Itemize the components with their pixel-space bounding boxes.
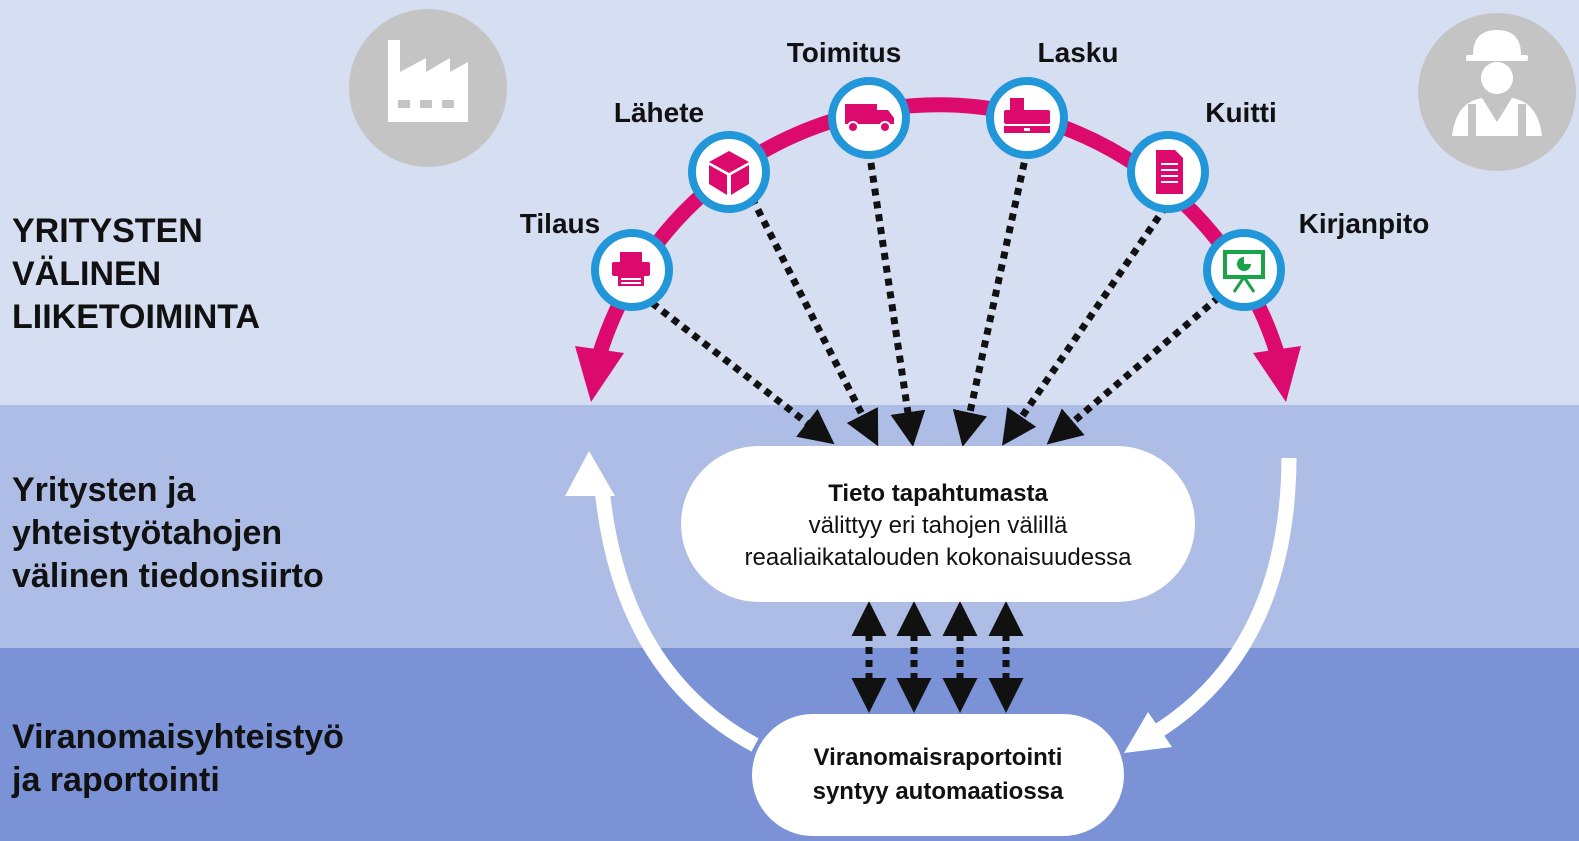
- step-node-kuitti: [1127, 131, 1209, 213]
- zone-label-data-transfer: Yritysten ja yhteistyötahojen välinen ti…: [12, 471, 324, 595]
- step-node-toimitus: [828, 77, 910, 159]
- event-info-line3: reaaliaikatalouden kokonaisuudessa: [744, 544, 1132, 571]
- worker-icon: [1418, 13, 1576, 171]
- step-node-lahete: [688, 131, 770, 213]
- package-icon: [709, 151, 749, 195]
- business-zone-band: [0, 0, 1579, 405]
- receipt-icon: [1156, 150, 1183, 194]
- reporting-box: Viranomaisraportointi syntyy automaatios…: [752, 714, 1124, 836]
- step-label-toimitus: Toimitus: [786, 37, 902, 68]
- zone-label-authority: Viranomaisyhteistyö ja raportointi: [12, 718, 344, 799]
- factory-icon: [349, 9, 507, 167]
- step-node-kirjanpito: [1203, 229, 1285, 311]
- step-label-lahete: Lähete: [613, 97, 705, 128]
- reporting-line1: Viranomaisraportointi: [813, 744, 1063, 771]
- arc-left-arrowhead: [575, 346, 624, 402]
- event-info-line2: välittyy eri tahojen välillä: [808, 512, 1068, 539]
- process-flow-arc: [591, 97, 1286, 359]
- presentation-chart-icon: [1223, 250, 1265, 293]
- step-label-tilaus: Tilaus: [519, 208, 601, 239]
- step-connectors: [649, 149, 1222, 447]
- printer-icon: [612, 252, 650, 286]
- step-label-lasku: Lasku: [1037, 37, 1119, 68]
- loop-left-path: [594, 487, 759, 752]
- step-node-tilaus: [591, 229, 673, 311]
- loop-left-arrowhead: [565, 451, 615, 496]
- zone-label-business: YRITYSTEN VÄLINEN LIIKETOIMINTA: [12, 212, 261, 336]
- step-label-kuitti: Kuitti: [1205, 97, 1277, 128]
- step-label-kirjanpito: Kirjanpito: [1298, 208, 1430, 239]
- loop-right-path: [1153, 457, 1297, 738]
- event-info-title: Tieto tapahtumasta: [828, 480, 1048, 507]
- loop-right-arrowhead: [1124, 712, 1172, 753]
- data-exchange-arrows: [851, 601, 1024, 713]
- truck-icon: [845, 104, 894, 133]
- step-node-lasku: [986, 77, 1068, 159]
- reporting-line2: syntyy automaatiossa: [812, 778, 1064, 805]
- event-info-box: Tieto tapahtumasta välittyy eri tahojen …: [681, 446, 1195, 602]
- cash-register-icon: [1004, 98, 1050, 133]
- arc-right-arrowhead: [1253, 346, 1301, 402]
